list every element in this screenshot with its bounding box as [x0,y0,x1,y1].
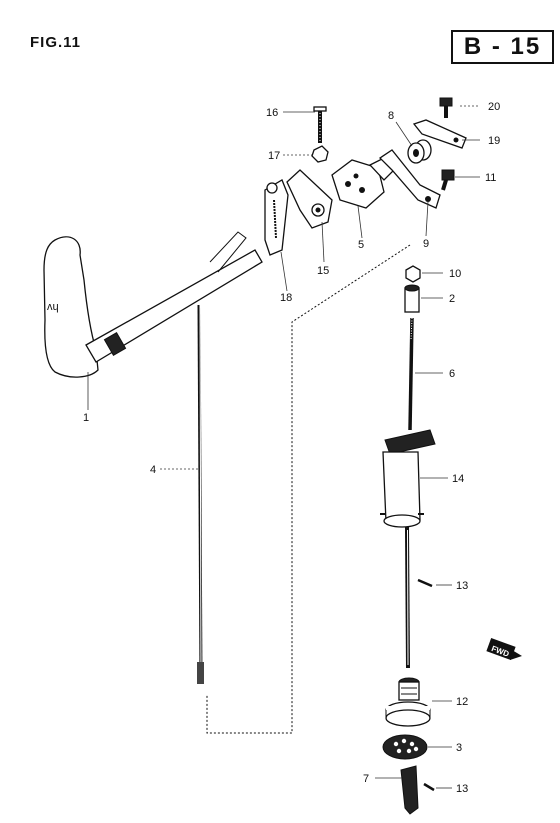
callout-17: 17 [268,150,280,162]
callout-9: 9 [423,238,429,250]
callout-13-upper: 13 [456,580,468,592]
bracket [378,149,441,209]
svg-text:ʌɥ: ʌɥ [47,301,59,313]
pin-lower [423,782,435,792]
callout-2: 2 [449,293,455,305]
callout-19: 19 [488,135,500,147]
collar [407,139,432,164]
callout-20: 20 [488,101,500,113]
throttle-rod [197,304,204,684]
throttle-lever [286,169,333,229]
callout-14: 14 [452,473,464,485]
callout-11: 11 [485,172,496,184]
callout-5: 5 [358,239,364,251]
callout-3: 3 [456,742,462,754]
gear [385,677,431,727]
figure-label: FIG.11 [30,34,82,51]
hex-nut [405,265,421,283]
cam-block [331,157,395,209]
plate [412,119,467,149]
threaded-rod [408,317,414,431]
bolt-side [441,169,455,191]
callout-10: 10 [449,268,461,280]
callout-16: 16 [266,107,278,119]
callout-18: 18 [280,292,292,304]
link-arm [264,179,289,256]
callout-8: 8 [388,110,394,122]
callout-7: 7 [363,773,369,785]
pin-upper [417,578,433,588]
sleeve [404,284,420,313]
callout-4: 4 [150,464,156,476]
callout-15: 15 [317,265,329,277]
page-code-box: B - 15 [451,30,554,64]
assembly-guide-line [206,244,411,734]
key [400,765,419,815]
bolt-top [439,97,453,118]
screw [313,106,327,143]
callout-13-lower: 13 [456,783,468,795]
grip-housing [380,429,436,528]
callout-1: 1 [83,412,89,424]
nut [311,145,329,163]
callout-6: 6 [449,368,455,380]
lower-shaft [405,526,410,669]
callout-12: 12 [456,696,468,708]
tiller-handle: ʌɥ [43,231,263,378]
forward-direction-badge: FWD [486,637,522,661]
perforated-disc [382,734,428,760]
